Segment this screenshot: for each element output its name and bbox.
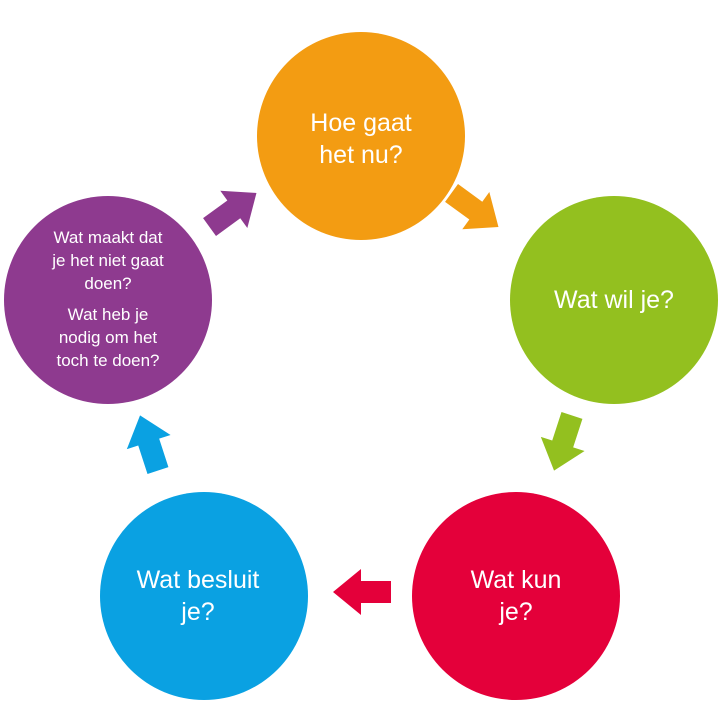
arrow-shape	[540, 412, 585, 471]
arrow-shape	[203, 190, 257, 236]
arrow-hoe-gaat-to-wat-wil	[445, 184, 499, 230]
node-question-1: Wat maakt dat je het niet gaat doen?	[52, 228, 164, 294]
node-label: Wat kun je?	[470, 566, 562, 626]
node-obstakels: Wat maakt dat je het niet gaat doen? Wat…	[4, 196, 212, 404]
arrow-wat-besluit-to-obstakels	[126, 415, 171, 474]
node-label: Wat wil je?	[554, 286, 674, 314]
arrow-wat-wil-to-wat-kun	[540, 412, 585, 471]
arrow-shape	[126, 415, 171, 474]
arrow-wat-kun-to-wat-besluit	[333, 569, 391, 615]
arrow-shape	[445, 184, 499, 230]
node-label: Hoe gaat het nu?	[310, 109, 412, 169]
node-wat-besluit-je: Wat besluit je?	[100, 492, 308, 700]
node-question-2: Wat heb je nodig om het toch te doen?	[56, 305, 160, 370]
node-wat-wil-je: Wat wil je?	[510, 196, 718, 404]
node-wat-kun-je: Wat kun je?	[412, 492, 620, 700]
arrow-shape	[333, 569, 391, 615]
node-hoe-gaat-het-nu: Hoe gaat het nu?	[257, 32, 465, 240]
node-label: Wat besluit je?	[136, 566, 260, 626]
arrow-obstakels-to-hoe-gaat	[203, 190, 257, 236]
